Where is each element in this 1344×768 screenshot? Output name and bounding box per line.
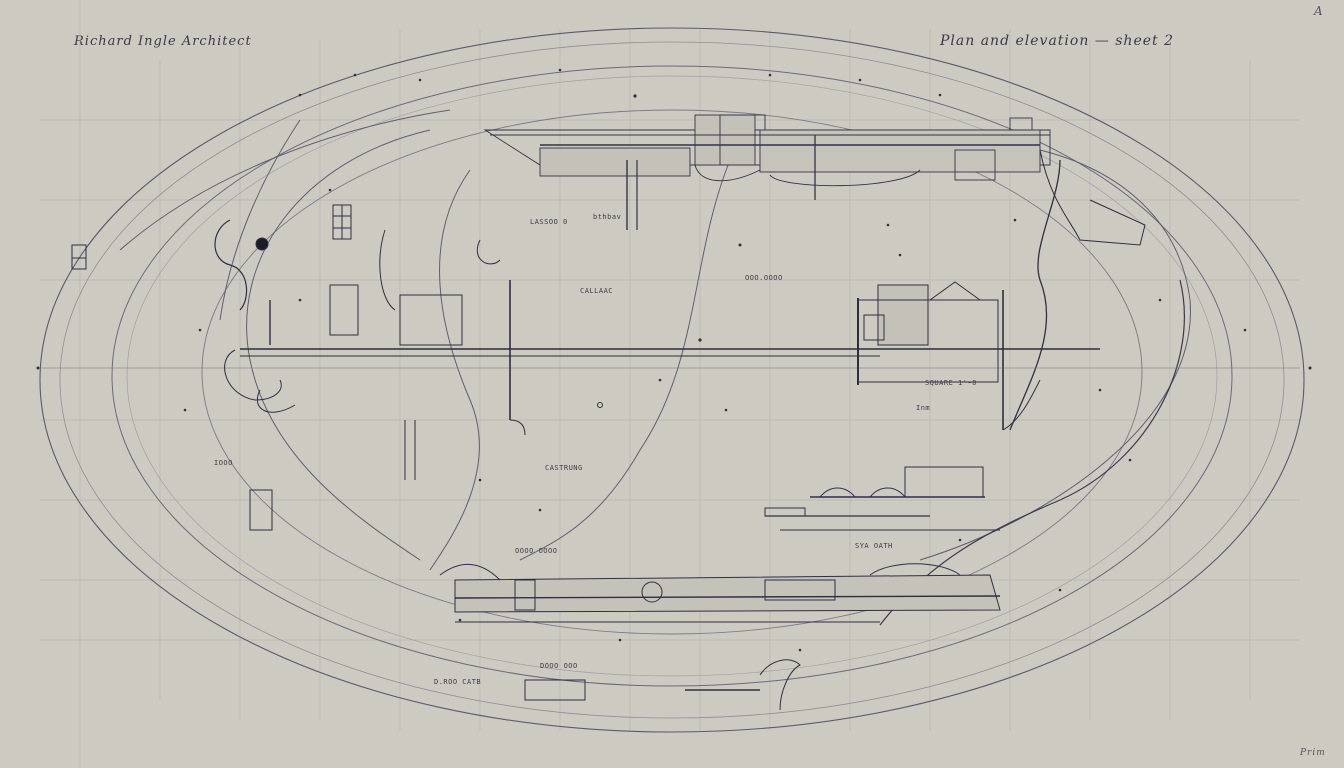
drawing-label: SQUARE 1'-0 xyxy=(925,379,977,387)
drawing-label: SYA OATH xyxy=(855,542,893,550)
drawing-label: Inm xyxy=(916,404,931,412)
sheet-title: Plan and elevation — sheet 2 xyxy=(940,33,1174,49)
right-building xyxy=(857,149,1146,431)
drawing-label: CASTRUNG xyxy=(545,464,583,472)
bottom-elevation xyxy=(439,563,1001,711)
drawing-label: DOOO OOO xyxy=(540,662,578,670)
construction-grid xyxy=(40,0,1300,768)
drawing-label: LASSOO 0 xyxy=(530,218,568,226)
drawing-label: CALLAAC xyxy=(580,287,614,295)
drawing-label: IOOO xyxy=(214,459,233,467)
drawing-label: OOO.OOOO xyxy=(745,274,783,282)
drawing-label: bthbav xyxy=(593,213,622,221)
drawing-label: OOOO OOOO xyxy=(515,547,558,555)
signature: Prim xyxy=(1300,748,1326,758)
corner-mark: A xyxy=(1314,4,1324,18)
left-marker xyxy=(71,244,87,270)
middle-right-elevation xyxy=(764,466,1000,531)
drawing-label: D.ROO CATB xyxy=(434,678,482,686)
inner-curves xyxy=(119,109,1191,626)
left-ornaments xyxy=(214,204,526,531)
outer-ellipses xyxy=(39,27,1305,733)
top-elevation xyxy=(483,114,1051,230)
architect-title: Richard Ingle Architect xyxy=(74,34,252,49)
annotation-dots xyxy=(36,68,1312,652)
center-axis xyxy=(40,348,1300,369)
